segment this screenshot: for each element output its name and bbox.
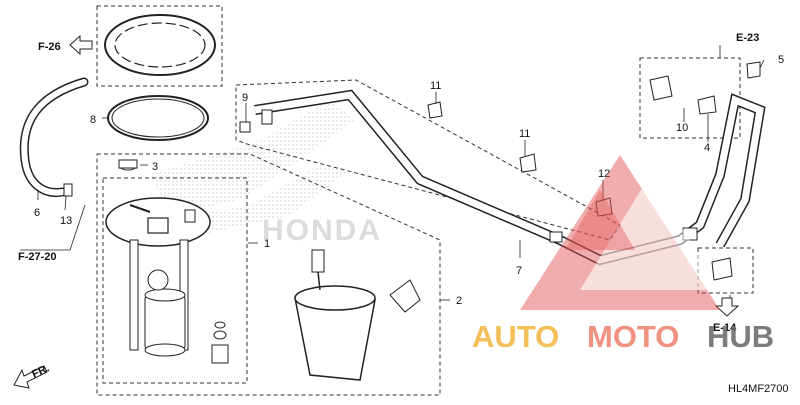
label-13: 13 [60,215,72,227]
label-5: 5 [778,54,784,66]
label-1: 1 [264,238,270,250]
clip-9a [261,109,273,125]
diagram-code: HL4MF2700 [728,383,789,395]
f26-arrow-icon [69,34,93,56]
label-10: 10 [676,122,688,134]
fuel-pump-assembly [105,197,211,357]
hose-6-outline [19,77,89,197]
automotohub-watermark: AUTO MOTO HUB [472,155,774,354]
watermark-auto: AUTO [472,319,559,354]
clip-13 [63,183,73,197]
watermark-logo-icon [520,155,720,310]
label-11-upper: 11 [430,80,441,92]
label-4: 4 [704,142,710,154]
bolt-5 [746,61,761,79]
label-11-lower: 11 [519,128,530,140]
clip-12 [595,197,613,217]
label-3: 3 [152,161,158,173]
label-8: 8 [90,114,96,126]
ref-e14: E-14 [713,322,737,334]
ref-front: FR. [30,362,51,380]
label-9: 9 [242,92,248,104]
label-2: 2 [456,295,462,307]
honda-wing-logo: HONDA [150,100,382,247]
bracket-4 [697,95,717,115]
e14-arrow-icon [714,297,740,317]
fuel-hose-7 [254,89,766,266]
ref-e23: E-23 [736,32,759,44]
clip-9 [239,121,251,133]
o-ring-inner [111,98,205,138]
front-arrow-icon [13,365,48,389]
ref-f2720: F-27-20 [18,251,57,263]
label-12: 12 [598,168,610,180]
label-6: 6 [34,207,40,219]
watermark-hub: HUB [707,319,774,354]
clamp-4 [649,75,673,101]
ref-f26: F-26 [38,41,61,53]
leader-lines [20,45,765,305]
o-ring [107,95,209,141]
fuel-pump-module [294,249,421,381]
clip-11a [427,101,443,119]
small-seals [211,321,229,364]
clips [239,61,761,281]
clip-e14 [711,257,733,281]
cap-3 [118,159,138,171]
hose-6 [21,79,87,196]
fuel-filter-ring [104,14,216,76]
watermark-moto: MOTO [587,319,679,354]
clip-11b [519,153,537,173]
label-7: 7 [516,265,522,277]
honda-brand-text: HONDA [262,214,382,247]
